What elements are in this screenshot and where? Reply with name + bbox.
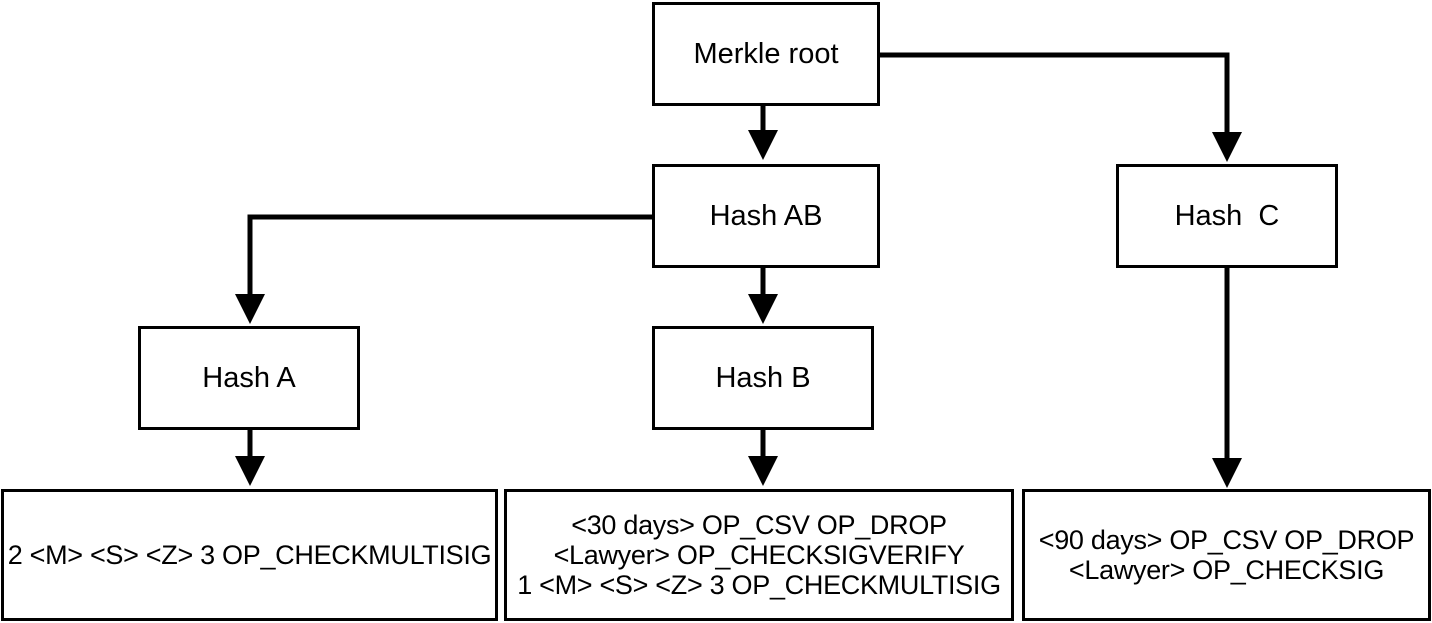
edge-root-to-hash-c [880,52,1230,134]
script-line: <Lawyer> OP_CHECKSIGVERIFY [553,539,965,570]
arrowhead-hash-ab [748,130,778,160]
hash-ab-label: Hash AB [709,199,823,232]
arrowhead-hash-a [235,294,265,324]
arrowhead-hash-c [1212,132,1242,162]
arrowhead-leaf-a [235,456,265,486]
arrowhead-leaf-c [1212,458,1242,488]
edge-hash-ab-to-hash-a [247,214,652,296]
hash-c-node: Hash C [1116,164,1338,268]
script-line: <Lawyer> OP_CHECKSIG [1068,555,1385,585]
arrowhead-leaf-b [748,456,778,486]
hash-a-label: Hash A [202,361,296,394]
leaf-script-c: <90 days> OP_CSV OP_DROP <Lawyer> OP_CHE… [1022,489,1431,621]
hash-c-label: Hash C [1174,199,1280,232]
script-line: <90 days> OP_CSV OP_DROP [1038,524,1415,555]
arrowhead-hash-b [748,294,778,324]
hash-b-node: Hash B [652,326,874,430]
script-line: <30 days> OP_CSV OP_DROP [571,509,947,540]
script-line: 1 <M> <S> <Z> 3 OP_CHECKMULTISIG [517,570,1001,601]
leaf-script-a: 2 <M> <S> <Z> 3 OP_CHECKMULTISIG [1,489,498,621]
merkle-root-label: Merkle root [693,37,839,70]
hash-b-label: Hash B [715,361,811,394]
hash-ab-node: Hash AB [652,164,880,268]
leaf-script-b: <30 days> OP_CSV OP_DROP <Lawyer> OP_CHE… [504,489,1014,621]
script-line: 2 <M> <S> <Z> 3 OP_CHECKMULTISIG [7,539,492,570]
hash-a-node: Hash A [138,326,360,430]
merkle-root-node: Merkle root [652,2,880,106]
